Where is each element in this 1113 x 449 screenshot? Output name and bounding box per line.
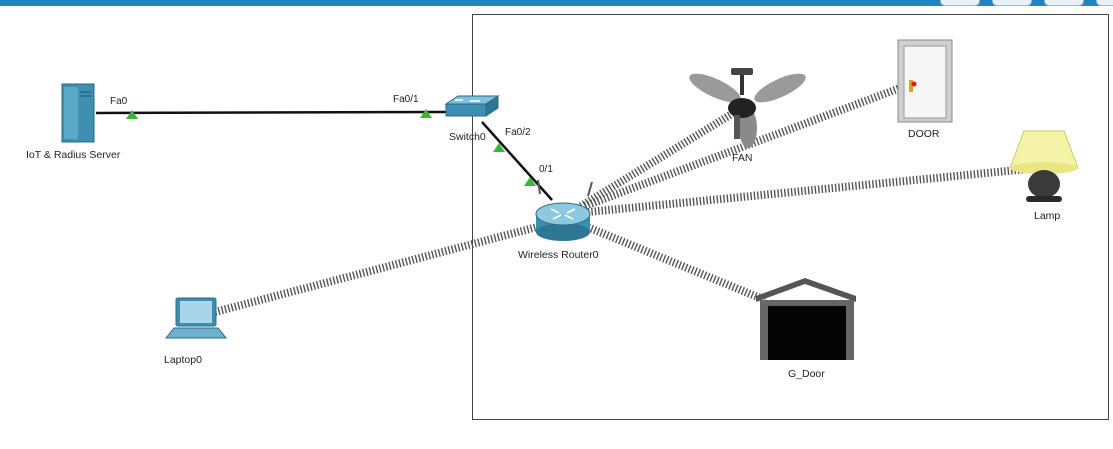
fan-label: FAN — [732, 152, 753, 164]
laptop-icon[interactable] — [164, 297, 228, 339]
wireless-link-garage — [583, 222, 767, 304]
lamp-label: Lamp — [1034, 210, 1061, 222]
wireless-link-fan — [575, 108, 738, 212]
link-status-indicator — [524, 177, 536, 186]
port-label-server-fa0: Fa0 — [110, 96, 128, 107]
fan-icon[interactable] — [686, 68, 809, 148]
wireless-router-icon[interactable] — [535, 179, 593, 241]
switch-label: Switch0 — [449, 131, 486, 143]
garage-door-icon[interactable] — [756, 278, 856, 360]
laptop-label: Laptop0 — [164, 354, 202, 366]
garage-label: G_Door — [788, 368, 825, 380]
port-label-switch-fa02: Fa0/2 — [505, 127, 531, 138]
minimize-button[interactable] — [940, 0, 980, 6]
server-label: IoT & Radius Server — [26, 149, 121, 161]
maximize-button[interactable] — [992, 0, 1032, 6]
cable-switch-router — [481, 121, 553, 201]
router-label: Wireless Router0 — [518, 249, 599, 261]
wireless-link-laptop — [213, 218, 558, 316]
close-button[interactable] — [1096, 0, 1113, 6]
link-status-indicator — [126, 110, 138, 119]
server-icon[interactable] — [61, 83, 95, 143]
link-status-indicator — [420, 109, 432, 118]
switch-icon[interactable] — [444, 95, 500, 117]
port-label-switch-fa01: Fa0/1 — [393, 94, 419, 105]
lamp-icon[interactable] — [1009, 130, 1079, 202]
port-label-router-01: 0/1 — [539, 164, 553, 175]
link-status-indicator — [493, 143, 505, 152]
home-cluster-area — [472, 14, 1109, 420]
cable-server-switch — [95, 110, 447, 115]
door-icon[interactable] — [897, 39, 953, 123]
door-label: DOOR — [908, 128, 940, 140]
restore-button[interactable] — [1044, 0, 1084, 6]
wireless-link-lamp — [587, 164, 1039, 216]
title-bar — [0, 0, 1113, 6]
